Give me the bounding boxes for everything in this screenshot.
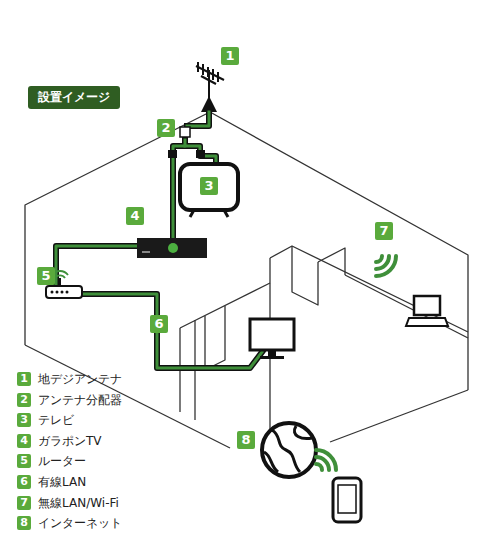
legend-number: 2 [17,393,31,407]
legend-text: 無線LAN/Wi-Fi [38,496,119,510]
antenna-symbol [196,62,224,104]
legend-number: 8 [17,516,31,530]
legend-text: アンテナ分配器 [38,393,122,407]
recorder-box [137,238,207,258]
router-symbol [46,286,82,298]
callout-number: 1 [221,47,239,65]
callout-number: 6 [150,315,168,333]
legend-number: 6 [17,475,31,489]
legend-text: 地デジアンテナ [38,372,122,386]
legend-text: 有線LAN [38,475,86,489]
monitor-symbol [250,319,294,350]
splitter-symbol [180,127,190,137]
title-badge: 設置イメージ [28,86,120,109]
legend-text: ルーター [38,454,86,468]
callout-number: 5 [37,267,55,285]
legend-text: テレビ [38,413,74,427]
wifi-symbol [376,256,396,276]
legend-number: 4 [17,434,31,448]
phone-symbol [333,478,361,522]
tv-symbol [180,164,238,210]
legend-number: 1 [17,372,31,386]
legend-text: インターネット [38,516,122,530]
legend-number: 5 [17,454,31,468]
callout-number: 4 [126,207,144,225]
legend-number: 3 [17,413,31,427]
callout-number: 7 [375,222,393,240]
globe-symbol [262,423,316,477]
legend-number: 7 [17,496,31,510]
callout-number: 3 [200,177,218,195]
callout-number: 8 [237,431,255,449]
callout-number: 2 [157,119,175,137]
laptop-symbol [414,296,440,315]
legend-text: ガラポンTV [38,434,102,448]
